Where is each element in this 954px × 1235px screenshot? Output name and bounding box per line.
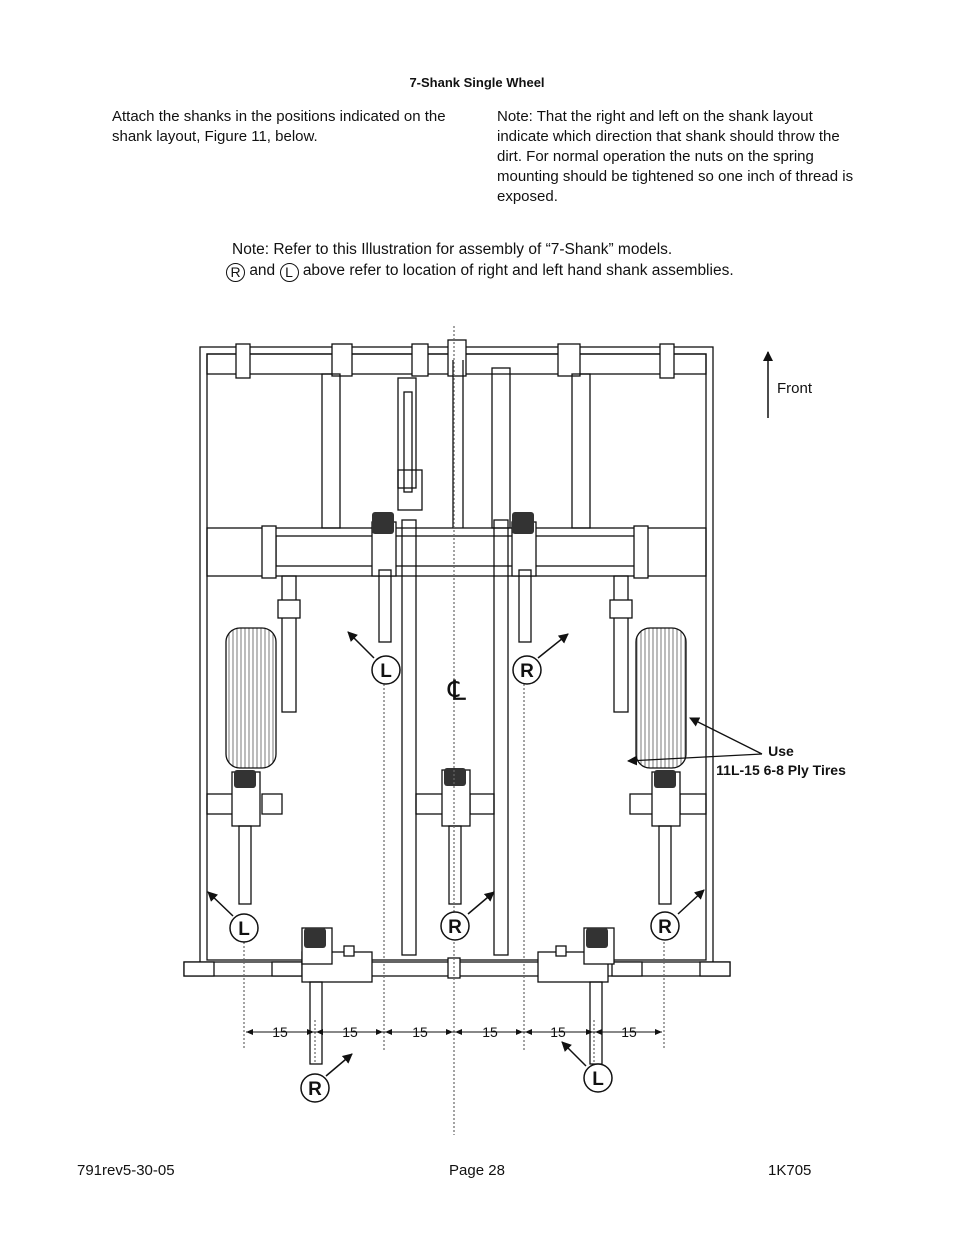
left-tire xyxy=(225,627,277,769)
note-line-2-text: above refer to location of right and lef… xyxy=(302,261,734,279)
shank-direction-arrows xyxy=(207,631,705,1077)
tire-label-spec: 11L-15 6-8 Ply Tires xyxy=(716,762,846,778)
spacing-labels: 15 15 15 15 15 15 xyxy=(272,1024,637,1040)
front-label: Front xyxy=(777,380,813,397)
intro-left-paragraph: Attach the shanks in the positions indic… xyxy=(112,108,446,145)
right-tire xyxy=(635,627,687,769)
spacing-label: 15 xyxy=(482,1024,498,1040)
spacing-label: 15 xyxy=(621,1024,637,1040)
tire-label-use: Use xyxy=(768,743,794,759)
spacing-dimension-line xyxy=(246,1029,662,1035)
note-line-1: Note: Refer to this Illustration for ass… xyxy=(232,241,673,258)
spring-assemblies xyxy=(234,512,676,948)
shank-layout-diagram: ℄ Front Use 11L-15 6-8 Ply Tires 15 15 1… xyxy=(183,326,846,1135)
spacing-label: 15 xyxy=(550,1024,566,1040)
spacing-label: 15 xyxy=(412,1024,428,1040)
tire-callout: Use 11L-15 6-8 Ply Tires xyxy=(627,717,846,778)
footer-model-number: 1K705 xyxy=(768,1162,812,1179)
shank-marker: L xyxy=(238,919,250,940)
shank-marker: L xyxy=(380,661,392,682)
shank-track-lines xyxy=(243,326,665,1135)
centerline-symbol: ℄ xyxy=(447,674,466,707)
spacing-label: 15 xyxy=(342,1024,358,1040)
shank-marker-letters: L R L R R R L xyxy=(238,661,672,1100)
shank-marker: L xyxy=(592,1069,604,1090)
and-text: and xyxy=(249,261,276,279)
shank-marker: R xyxy=(520,661,534,682)
shank-marker: R xyxy=(658,917,672,938)
front-direction-arrow: Front xyxy=(763,351,813,418)
shank-marker-circles xyxy=(229,655,680,1103)
toolbar-frame xyxy=(183,339,731,1065)
page-title: 7-Shank Single Wheel xyxy=(409,75,545,90)
spacing-label: 15 xyxy=(272,1024,288,1040)
shank-marker: R xyxy=(308,1079,322,1100)
intro-right-paragraph: Note: That the right and left on the sha… xyxy=(497,108,854,205)
footer-revision: 791rev5-30-05 xyxy=(77,1162,175,1179)
right-hand-symbol: R xyxy=(226,262,245,282)
note-line-2: R and L above refer to location of right… xyxy=(226,261,746,282)
left-hand-symbol: L xyxy=(279,262,299,282)
gauge-wheel-tires xyxy=(225,627,687,769)
shank-marker: R xyxy=(448,917,462,938)
illustration-note: Note: Refer to this Illustration for ass… xyxy=(226,240,746,282)
footer-page-number: Page 28 xyxy=(449,1162,505,1179)
